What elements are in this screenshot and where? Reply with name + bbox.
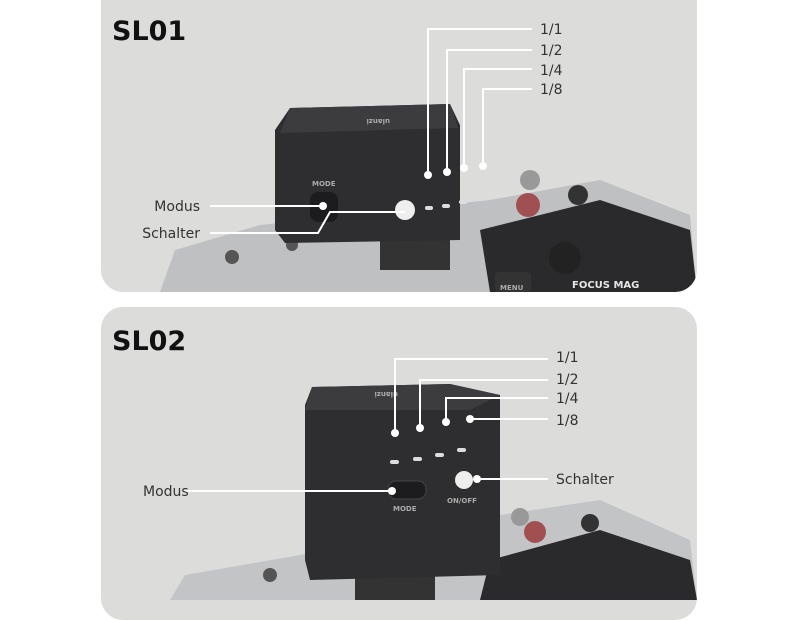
led-1-2 [413,457,422,461]
camera-hole [263,568,277,582]
panel-sl02: ulanzi MODE ON/OFF SL02 1/1 1/2 1/4 1/8 … [101,307,697,620]
camera-hole [225,250,239,264]
callout-line-1-4 [445,397,548,422]
level-label-1-4: 1/4 [556,391,579,407]
camera-grip [480,530,697,600]
callout-line-1-2 [419,379,548,428]
level-label-1-8: 1/8 [540,82,563,98]
onoff-text: ON/OFF [447,497,477,505]
callout-dot [466,415,474,423]
callout-dot [388,487,396,495]
camera-dial [549,242,581,274]
callout-dot [442,418,450,426]
callout-line-schalter [210,211,405,234]
brand-logo: ulanzi [366,117,390,125]
modus-label: Modus [143,484,189,500]
sl02-diagram: ulanzi MODE ON/OFF SL02 1/1 1/2 1/4 1/8 … [112,326,697,600]
shutter-button [524,521,546,543]
callout-dot [443,168,451,176]
panel-sl01: MENU FOCUS MAG ulanzi MODE SL01 1/1 1/2 … [101,0,697,292]
led-1-1 [390,460,399,464]
switch-button[interactable] [455,471,473,489]
camera-button [511,508,529,526]
panel-title: SL02 [112,326,186,357]
panel-title: SL01 [112,16,186,47]
camera-dial [581,514,599,532]
level-label-1-4: 1/4 [540,63,563,79]
camera-dial [568,185,588,205]
callout-dot [424,171,432,179]
callout-line-1-2 [446,49,532,172]
level-label-1-2: 1/2 [540,43,563,59]
led-1-8 [476,197,484,201]
led-1-1 [425,206,433,210]
callout-dot [391,429,399,437]
schalter-label: Schalter [556,472,614,488]
level-label-1-8: 1/8 [556,413,579,429]
menu-button [495,272,531,292]
focus-mag-text: FOCUS MAG [572,280,639,291]
callout-dot [416,424,424,432]
callout-line-1-8 [482,88,532,166]
led-1-4 [459,200,467,204]
led-1-2 [442,204,450,208]
menu-text: MENU [500,284,524,292]
brand-logo: ulanzi [374,390,398,398]
callout-dot [473,475,481,483]
camera-button [520,170,540,190]
modus-label: Modus [154,199,200,215]
callout-line-1-1 [394,358,548,433]
callout-line-1-4 [463,68,532,168]
shutter-button [516,193,540,217]
switch-button[interactable] [395,200,415,220]
mode-text: MODE [312,180,336,188]
device-top [280,104,458,133]
led-1-4 [435,453,444,457]
callout-dot [319,202,327,210]
callout-line-1-1 [427,28,532,175]
level-label-1-1: 1/1 [540,22,563,38]
level-label-1-1: 1/1 [556,350,579,366]
callout-dot [460,164,468,172]
led-1-8 [457,448,466,452]
camera-grip [480,200,697,292]
callout-dot [479,162,487,170]
level-label-1-2: 1/2 [556,372,579,388]
schalter-label: Schalter [142,226,200,242]
device-top [305,384,500,410]
mode-text: MODE [393,505,417,513]
sl01-diagram: MENU FOCUS MAG ulanzi MODE SL01 1/1 1/2 … [112,16,697,292]
